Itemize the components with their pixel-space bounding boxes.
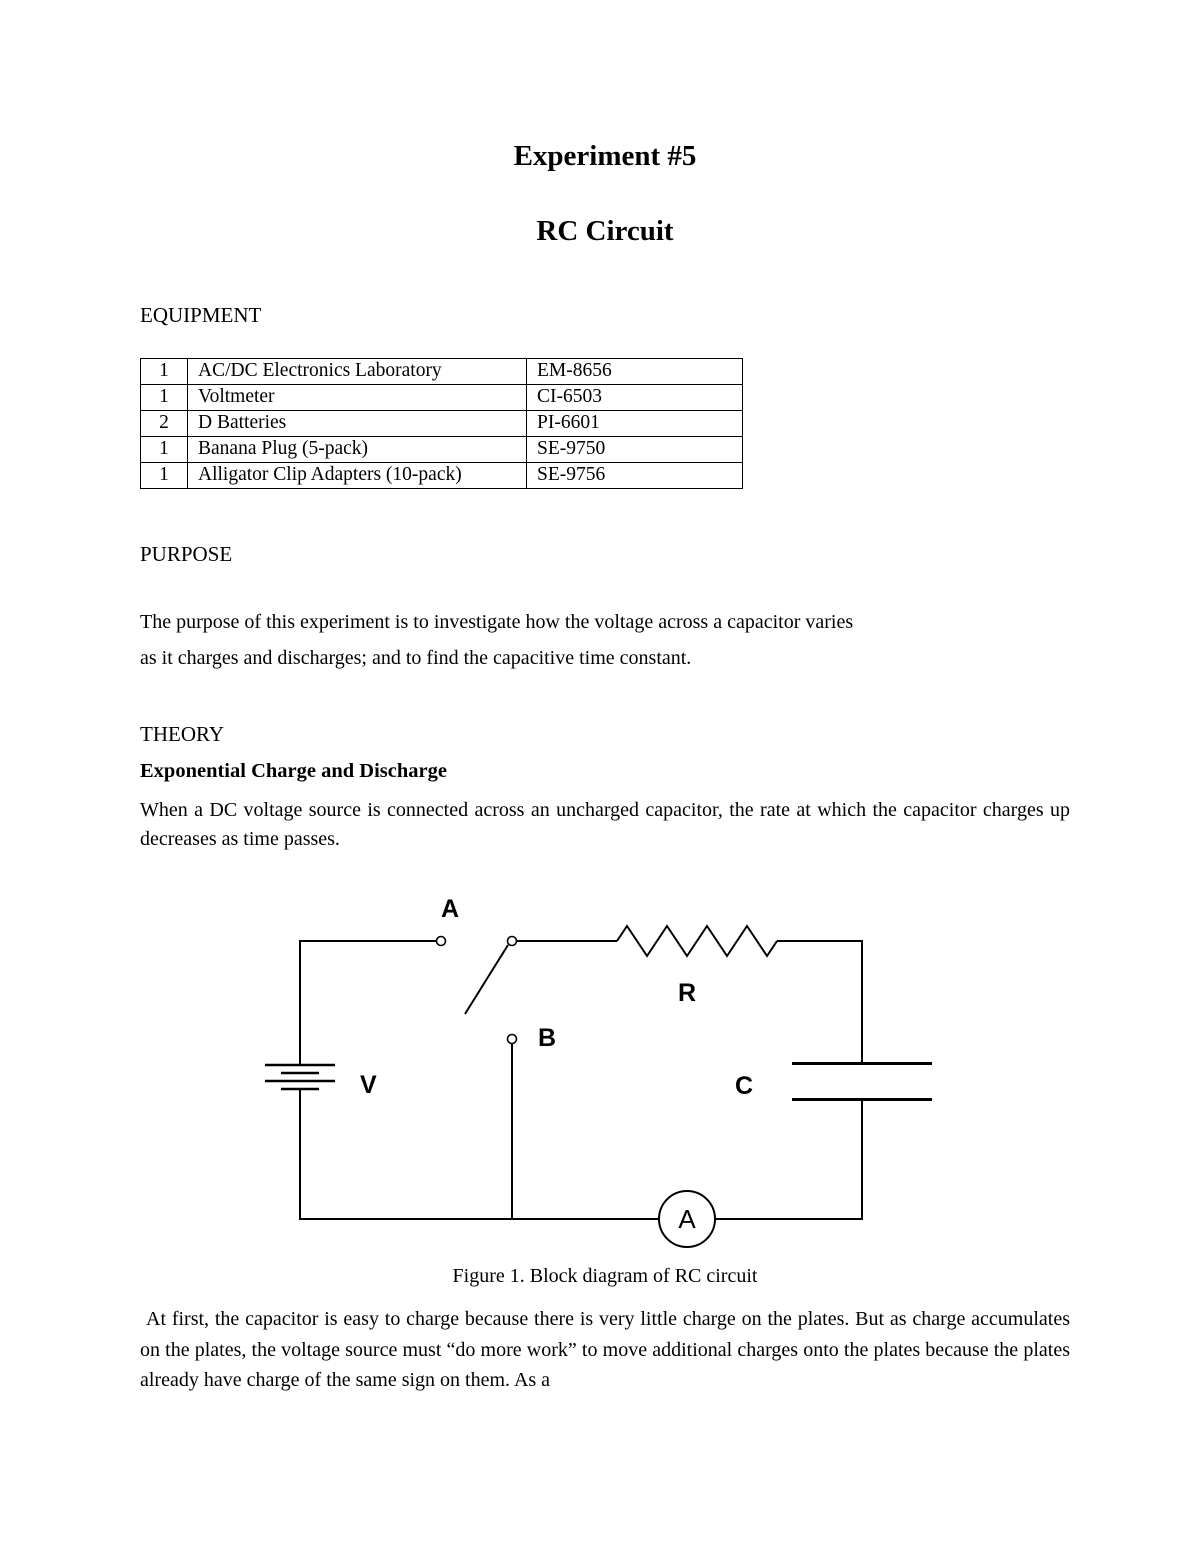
figure-caption: Figure 1. Block diagram of RC circuit xyxy=(452,1265,758,1288)
theory-subheading: Exponential Charge and Discharge xyxy=(140,759,447,782)
table-row: 1 Alligator Clip Adapters (10-pack) SE-9… xyxy=(140,461,743,489)
part-cell: CI-6503 xyxy=(526,383,743,411)
resistor-label: R xyxy=(678,979,696,1007)
switch-blade xyxy=(464,944,509,1015)
switch-terminal-a xyxy=(435,935,447,947)
section-heading-purpose: PURPOSE xyxy=(140,541,233,566)
item-cell: AC/DC Electronics Laboratory xyxy=(187,357,527,385)
battery-symbol xyxy=(265,1063,335,1091)
purpose-text: The purpose of this experiment is to inv… xyxy=(140,604,1070,677)
item-cell: Voltmeter xyxy=(187,383,527,411)
capacitor-label: C xyxy=(735,1072,753,1100)
switch-pivot-terminal xyxy=(506,935,518,947)
wire xyxy=(715,1101,863,1221)
section-heading-theory: THEORY xyxy=(140,721,224,746)
qty-cell: 1 xyxy=(140,357,188,385)
part-cell: EM-8656 xyxy=(526,357,743,385)
ammeter-label: A xyxy=(678,1204,696,1234)
qty-cell: 1 xyxy=(140,461,188,489)
table-row: 1 AC/DC Electronics Laboratory EM-8656 xyxy=(140,357,743,385)
part-cell: PI-6601 xyxy=(526,409,743,437)
table-row: 1 Banana Plug (5-pack) SE-9750 xyxy=(140,435,743,463)
qty-cell: 2 xyxy=(140,409,188,437)
switch-label-a: A xyxy=(441,895,459,923)
theory-paragraph: When a DC voltage source is connected ac… xyxy=(140,799,1070,850)
part-cell: SE-9750 xyxy=(526,435,743,463)
closing-paragraph: At first, the capacitor is easy to charg… xyxy=(140,1308,1070,1391)
battery-label: V xyxy=(360,1071,377,1099)
item-cell: Alligator Clip Adapters (10-pack) xyxy=(187,461,527,489)
part-cell: SE-9756 xyxy=(526,461,743,489)
circuit-figure: A B R V C A Figure 1. Block diagram of R… xyxy=(140,879,1070,1288)
wire xyxy=(299,1090,659,1221)
purpose-line-1: The purpose of this experiment is to inv… xyxy=(140,610,854,633)
switch-label-b: B xyxy=(538,1024,556,1052)
equipment-table: 1 AC/DC Electronics Laboratory EM-8656 1… xyxy=(140,357,743,489)
table-row: 1 Voltmeter CI-6503 xyxy=(140,383,743,411)
page-title: Experiment #5 xyxy=(513,140,697,172)
item-cell: D Batteries xyxy=(187,409,527,437)
qty-cell: 1 xyxy=(140,435,188,463)
rc-circuit-diagram: A B R V C A xyxy=(265,895,932,1249)
document-subtitle: RC Circuit xyxy=(536,214,674,247)
section-heading-equipment: EQUIPMENT xyxy=(140,302,262,327)
table-row: 2 D Batteries PI-6601 xyxy=(140,409,743,437)
switch-terminal-b xyxy=(506,1033,518,1045)
qty-cell: 1 xyxy=(140,383,188,411)
wire xyxy=(777,940,863,1063)
wire xyxy=(299,940,437,1066)
resistor-symbol xyxy=(616,924,778,958)
item-cell: Banana Plug (5-pack) xyxy=(187,435,527,463)
purpose-line-2: as it charges and discharges; and to fin… xyxy=(140,647,692,670)
